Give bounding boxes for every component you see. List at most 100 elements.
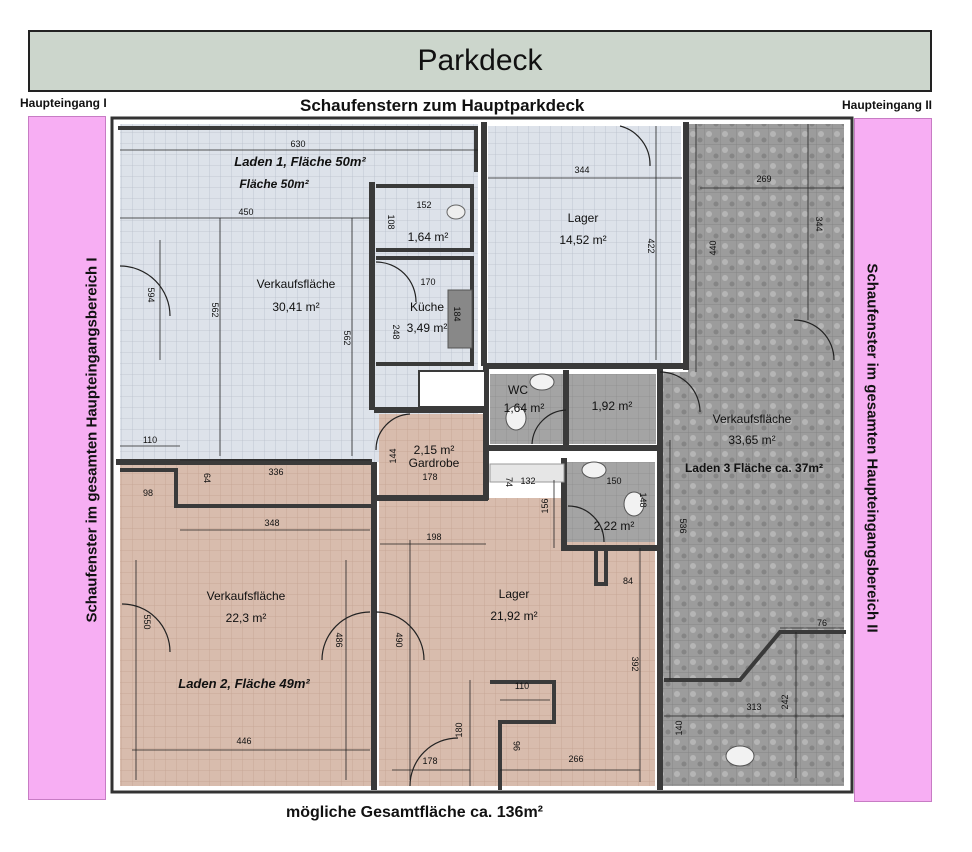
dim-label: 486 xyxy=(334,632,344,647)
dim-label: 562 xyxy=(342,330,352,345)
washbasin-icon xyxy=(529,373,555,391)
kueche-name: Küche xyxy=(410,300,444,314)
dim-label: 98 xyxy=(143,488,153,498)
dim-label: 344 xyxy=(814,216,824,231)
stove-icon xyxy=(447,289,473,349)
dim-label: 96 xyxy=(512,741,522,751)
washbasin-icon xyxy=(725,745,755,767)
wall-pillar xyxy=(594,548,608,586)
lager2-name: Lager xyxy=(499,587,530,601)
door-arc-laden2b xyxy=(121,603,171,653)
dim-label: 392 xyxy=(630,656,640,671)
dim-label: 269 xyxy=(756,174,771,184)
dim-label: 550 xyxy=(142,614,152,629)
side-window-left xyxy=(28,116,106,800)
wc-area: 1,64 m² xyxy=(504,401,545,415)
dim-label: 108 xyxy=(386,214,396,229)
door-arc-222 xyxy=(567,505,605,543)
wall-laden3-diagonal xyxy=(664,630,846,682)
kueche-area: 3,49 m² xyxy=(407,321,448,335)
lager1-floor xyxy=(488,126,681,364)
gardrobe-area: 2,15 m² xyxy=(414,443,455,457)
top-windows-label: Schaufenstern zum Hauptparkdeck xyxy=(300,96,585,115)
side-window-right xyxy=(854,118,932,802)
lager1-area: 14,52 m² xyxy=(559,233,606,247)
dim-label: 184 xyxy=(452,306,462,321)
dim-label: 84 xyxy=(623,576,633,586)
door-arc-gardrobe xyxy=(375,413,411,451)
wall-bath1 xyxy=(376,184,474,252)
laden1-subtitle: Fläche 50m² xyxy=(239,177,309,191)
entrance-left-label: Haupteingang I xyxy=(20,96,107,110)
toilet-icon xyxy=(505,405,527,431)
dim-label: 178 xyxy=(422,756,437,766)
dim-label: 242 xyxy=(780,694,790,709)
room192-floor xyxy=(568,374,656,444)
gardrobe-name: Gardrobe xyxy=(409,456,460,470)
total-area-label: mögliche Gesamtfläche ca. 136m² xyxy=(286,804,543,821)
shaft xyxy=(420,372,484,406)
wall-laden1-top xyxy=(118,126,478,172)
verkauf3-name: Verkaufsfläche xyxy=(713,412,792,426)
washbasin-icon xyxy=(446,204,466,220)
dim-label: 170 xyxy=(420,277,435,287)
dim-label: 132 xyxy=(520,476,535,486)
door-arc-laden3 xyxy=(793,319,835,361)
dim-label: 336 xyxy=(268,467,283,477)
dim-label: 266 xyxy=(568,754,583,764)
dim-label: 110 xyxy=(143,435,157,445)
door-arc-laden1 xyxy=(119,265,171,317)
verkauf1-area: 30,41 m² xyxy=(272,300,319,314)
parkdeck-banner: Parkdeck xyxy=(28,30,932,92)
dim-label: 140 xyxy=(674,720,684,735)
laden2-title: Laden 2, Fläche 49m² xyxy=(178,676,310,691)
dim-label: 150 xyxy=(606,476,621,486)
dim-label: 76 xyxy=(817,618,827,628)
toilet-icon xyxy=(623,491,645,517)
laden3-floor xyxy=(662,124,844,786)
lager2-area: 21,92 m² xyxy=(490,609,537,623)
dim-label: 422 xyxy=(646,238,656,253)
verkauf1-name: Verkaufsfläche xyxy=(257,277,336,291)
dim-label: 446 xyxy=(236,736,251,746)
dim-label: 110 xyxy=(515,681,529,691)
door-arc-laden2 xyxy=(321,611,371,661)
dim-label: 180 xyxy=(454,722,464,737)
verkauf2-area: 22,3 m² xyxy=(226,611,267,625)
dim-label: 156 xyxy=(540,498,550,513)
dim-label: 440 xyxy=(708,240,718,255)
dim-label: 344 xyxy=(574,165,589,175)
dim-label: 313 xyxy=(746,702,761,712)
room192-area: 1,92 m² xyxy=(592,399,633,413)
wall-lager2-notch xyxy=(490,680,556,790)
verkauf3-area: 33,65 m² xyxy=(728,433,775,447)
dim-label: 178 xyxy=(422,472,437,482)
wc-name: WC xyxy=(508,383,528,397)
dim-label: 450 xyxy=(238,207,253,217)
dim-label: 594 xyxy=(146,287,156,302)
door-arc-kueche xyxy=(375,261,417,303)
dim-label: 74 xyxy=(504,477,514,487)
door-arc-192 xyxy=(659,371,701,413)
laden1-title: Laden 1, Fläche 50m² xyxy=(234,154,366,169)
bath1-area: 1,64 m² xyxy=(408,230,449,244)
laden3-title: Laden 3 Fläche ca. 37m² xyxy=(685,461,823,475)
dim-label: 148 xyxy=(638,492,648,507)
dim-label: 152 xyxy=(416,200,431,210)
dim-label: 64 xyxy=(202,473,212,483)
room222-area: 2,22 m² xyxy=(594,519,635,533)
door-arc-lager2b xyxy=(409,737,459,787)
dim-label: 630 xyxy=(290,139,305,149)
door-arc-lager1 xyxy=(619,125,651,167)
washbasin-icon xyxy=(581,461,607,479)
door-arc-wc xyxy=(531,409,567,445)
dim-label: 562 xyxy=(210,302,220,317)
verkauf2-name: Verkaufsfläche xyxy=(207,589,286,603)
entrance-right-label: Haupteingang II xyxy=(842,98,932,112)
dim-label: 198 xyxy=(426,532,441,542)
wall-room222 xyxy=(561,458,660,551)
dim-label: 490 xyxy=(394,632,404,647)
dim-label: 536 xyxy=(678,518,688,533)
counter-icon xyxy=(489,463,565,483)
